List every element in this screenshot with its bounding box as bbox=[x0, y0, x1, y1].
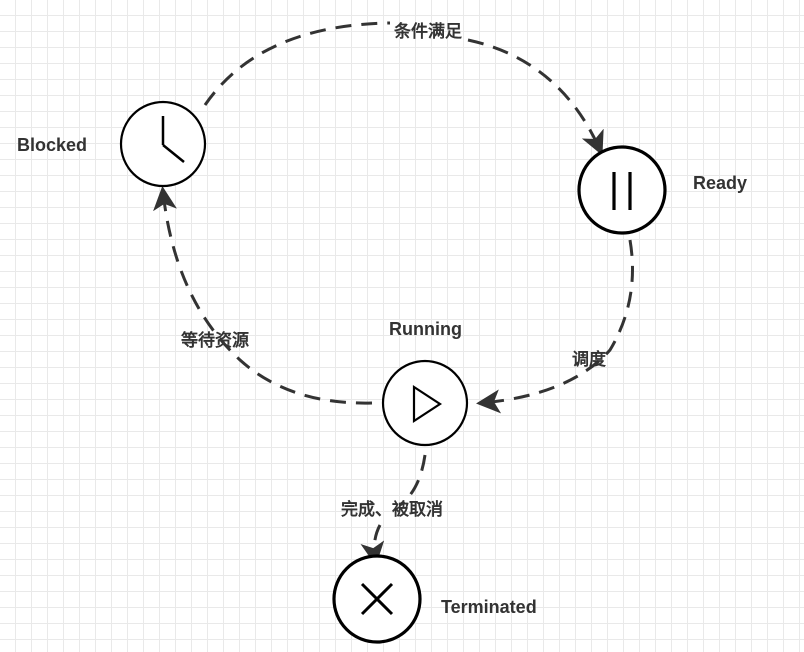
play-icon bbox=[412, 384, 443, 424]
edge-running-to-blocked bbox=[153, 186, 373, 405]
label-ready: Ready bbox=[693, 173, 747, 193]
state-running[interactable] bbox=[381, 359, 469, 447]
label-blocked-to-ready: 条件满足 bbox=[393, 21, 462, 42]
label-running-to-blocked: 等待资源 bbox=[181, 330, 249, 351]
label-ready-to-running: 调度 bbox=[572, 349, 607, 370]
running-circle bbox=[381, 359, 469, 447]
label-running-to-terminated: 完成、被取消 bbox=[341, 499, 443, 520]
close-icon bbox=[360, 582, 394, 616]
label-blocked: Blocked bbox=[17, 135, 87, 155]
edge-blocked-to-ready bbox=[203, 21, 600, 150]
state-ready[interactable] bbox=[577, 145, 667, 235]
ready-circle bbox=[577, 145, 667, 235]
label-terminated: Terminated bbox=[441, 597, 537, 617]
state-blocked[interactable] bbox=[119, 100, 207, 188]
pause-icon bbox=[612, 172, 632, 210]
edge-ready-to-running bbox=[476, 239, 634, 414]
clock-icon bbox=[161, 116, 185, 163]
label-running: Running bbox=[389, 319, 462, 339]
state-terminated[interactable] bbox=[332, 554, 422, 644]
